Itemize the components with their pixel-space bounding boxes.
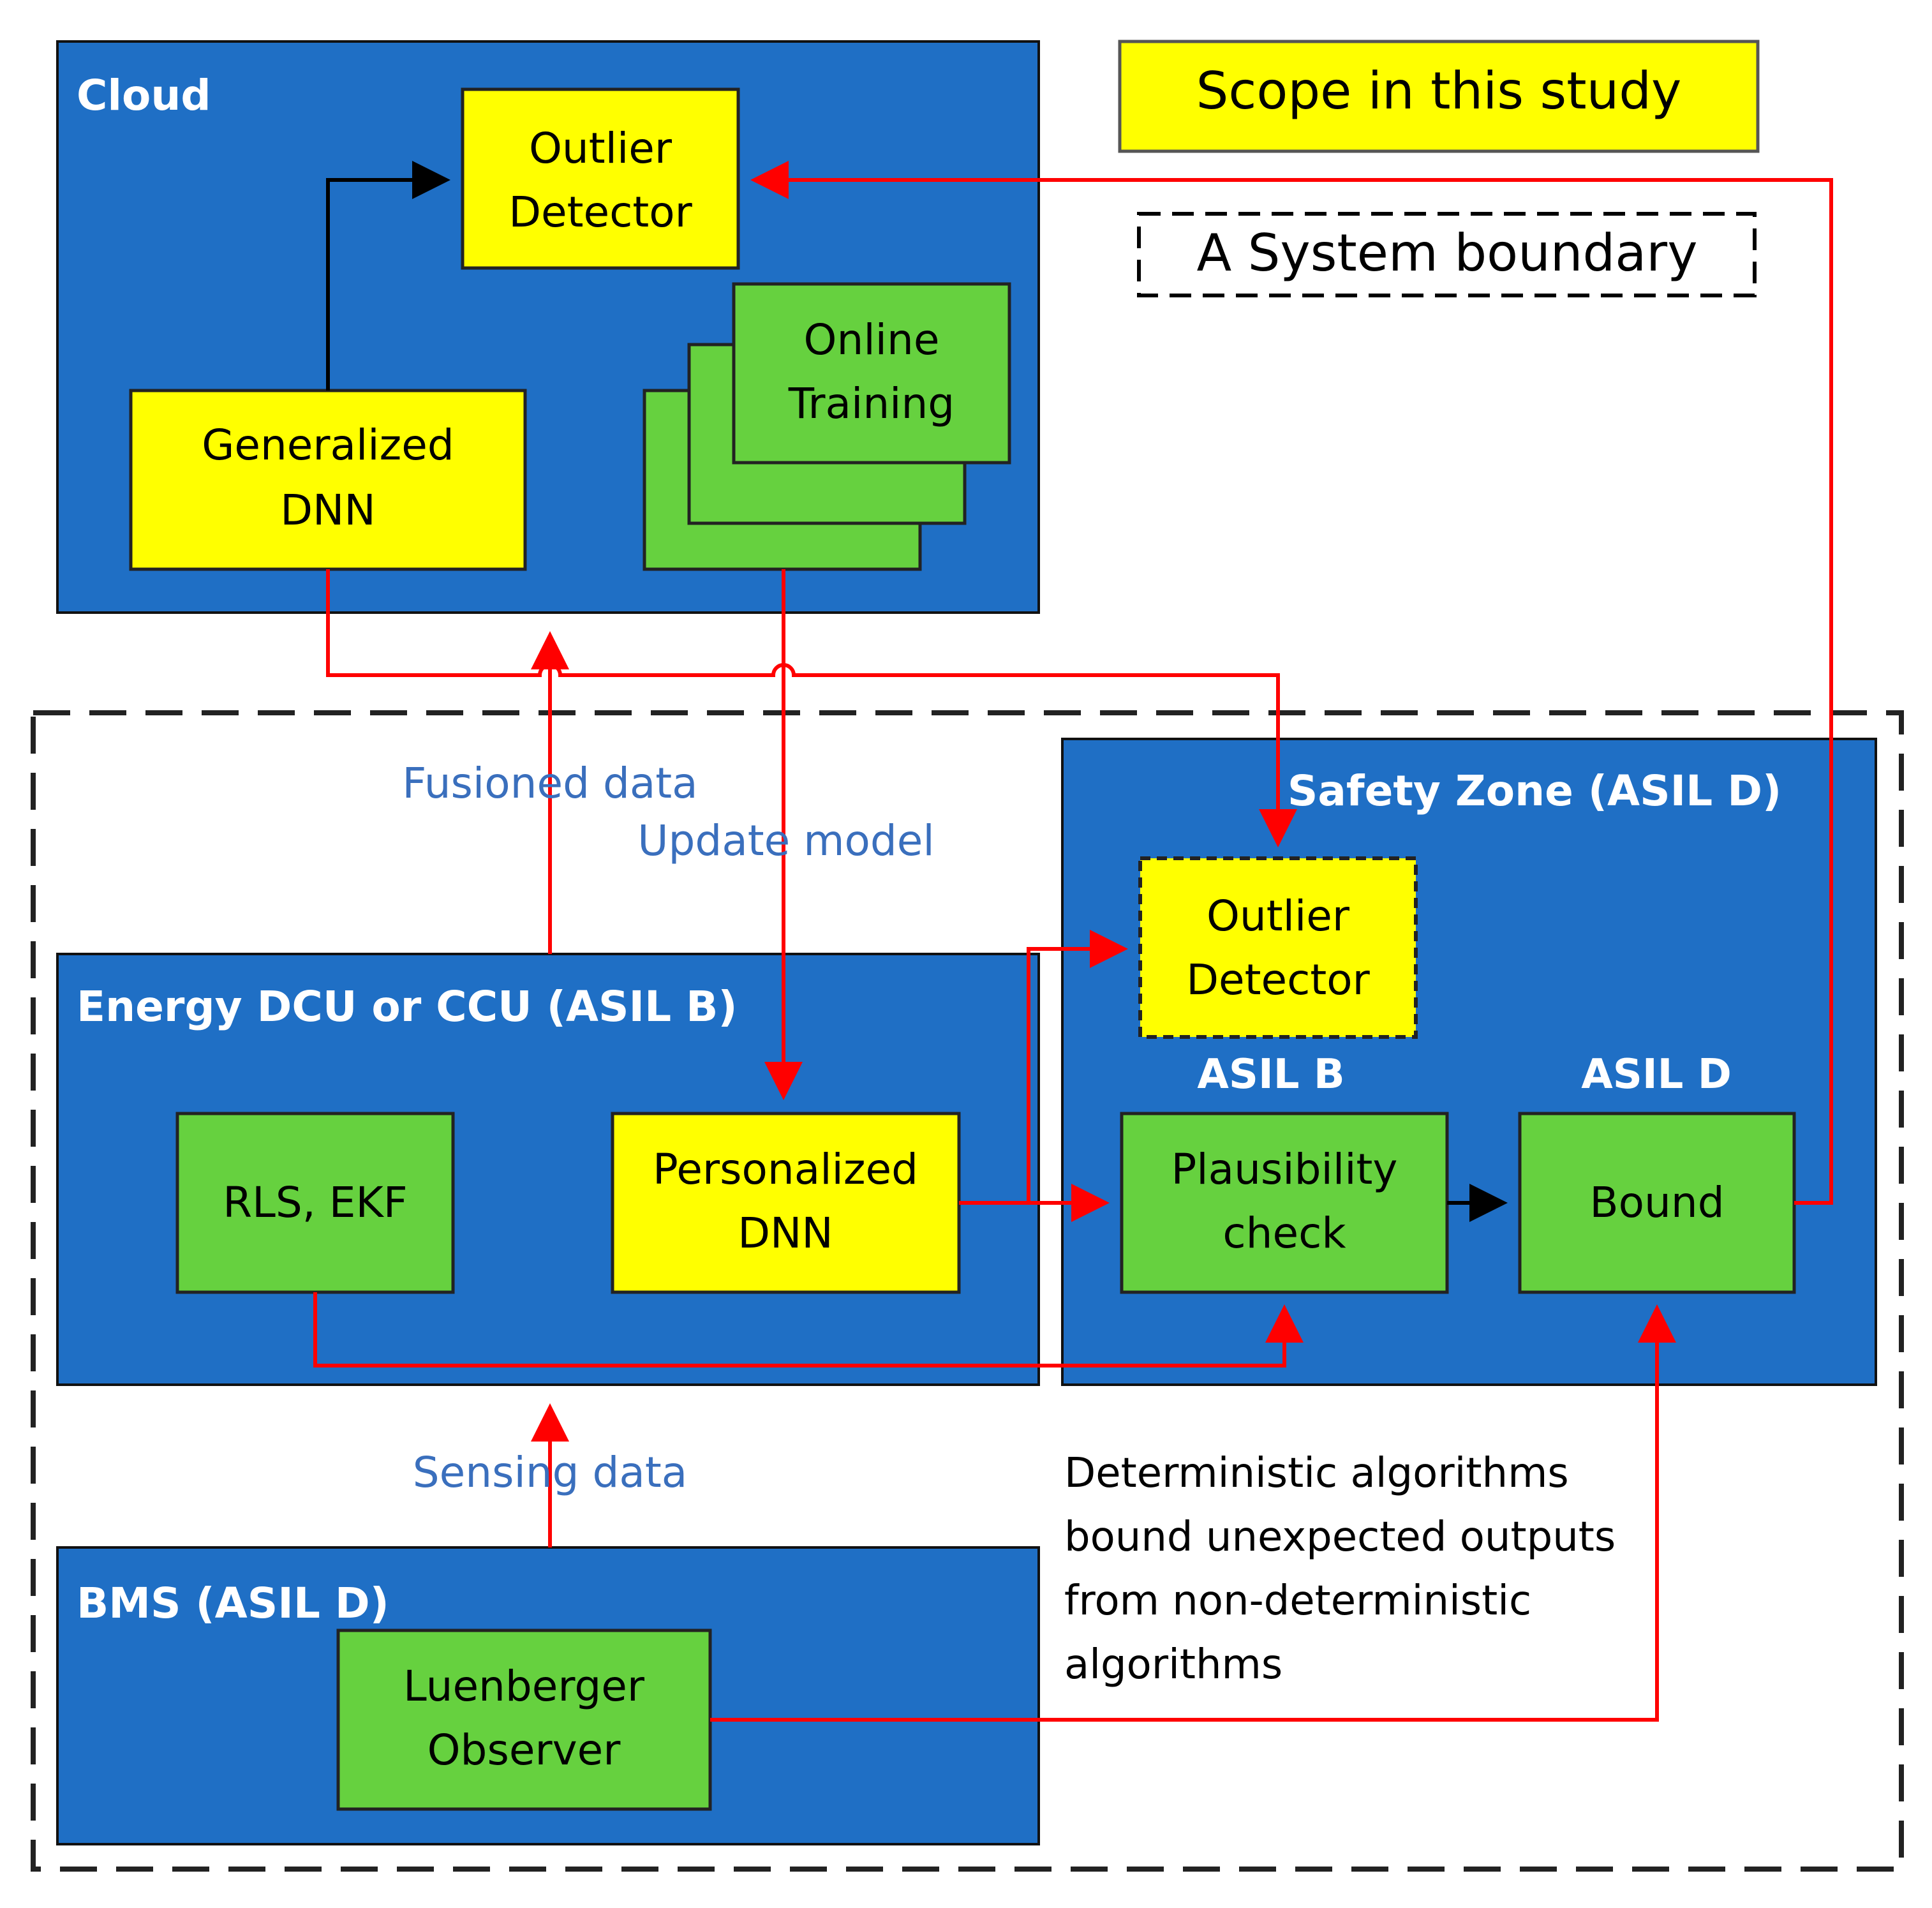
personalized-dnn: Personalized DNN xyxy=(611,1112,961,1294)
luenberger-line2: Observer xyxy=(427,1725,621,1775)
generalized-line2: DNN xyxy=(280,486,376,535)
note-line3: from non-deterministic xyxy=(1064,1577,1531,1625)
rls-ekf-line1: RLS, EKF xyxy=(223,1178,407,1227)
energy-title: Energy DCU or CCU (ASIL B) xyxy=(77,982,738,1031)
cloud-title: Cloud xyxy=(77,71,211,120)
online-training-stack: Online Training xyxy=(643,282,1011,571)
label-fusioned-data: Fusioned data xyxy=(402,759,697,808)
asil-d-label: ASIL D xyxy=(1581,1051,1732,1098)
plausibility-check: Plausibility check xyxy=(1120,1112,1449,1294)
generalized-dnn: Generalized DNN xyxy=(129,389,527,571)
bms-title: BMS (ASIL D) xyxy=(77,1579,389,1628)
bound-line1: Bound xyxy=(1589,1178,1724,1227)
outlier-safety-line2: Detector xyxy=(1186,955,1370,1004)
arrow-generalized-to-outlier xyxy=(326,161,450,391)
safety-zone-title: Safety Zone (ASIL D) xyxy=(1288,766,1781,816)
online-training-line2: Training xyxy=(788,379,955,428)
online-training-line1: Online xyxy=(804,315,940,364)
note-line4: algorithms xyxy=(1064,1641,1282,1688)
note-line2: bound unexpected outputs xyxy=(1064,1514,1616,1561)
arrow-bound-to-cloud-outlier xyxy=(750,161,1833,1205)
legend-boundary-label: A System boundary xyxy=(1196,223,1697,283)
deterministic-note: Deterministic algorithms bound unexpecte… xyxy=(1064,1450,1616,1688)
label-sensing-data: Sensing data xyxy=(413,1448,687,1497)
personalized-line2: DNN xyxy=(738,1209,833,1258)
outlier-safety-line1: Outlier xyxy=(1207,891,1350,941)
system-boundary xyxy=(31,710,1904,1872)
asil-b-label: ASIL B xyxy=(1197,1051,1344,1098)
generalized-line1: Generalized xyxy=(202,421,454,470)
arrow-luenberger-to-bound xyxy=(710,1304,1676,1722)
rls-ekf: RLS, EKF xyxy=(175,1112,455,1294)
luenberger-line1: Luenberger xyxy=(403,1662,645,1711)
bound-box: Bound xyxy=(1518,1112,1796,1294)
outlier-detector-cloud: Outlier Detector xyxy=(461,87,740,270)
luenberger-observer: Luenberger Observer xyxy=(336,1629,712,1811)
arrow-rls-to-plausibility xyxy=(313,1292,1304,1368)
plausibility-line2: check xyxy=(1222,1209,1346,1258)
legend-scope: Scope in this study xyxy=(1118,40,1760,153)
legend-scope-label: Scope in this study xyxy=(1196,61,1682,121)
plausibility-line1: Plausibility xyxy=(1171,1145,1398,1194)
label-update-model: Update model xyxy=(637,816,935,865)
outlier-detector-safety: Outlier Detector xyxy=(1138,856,1418,1039)
arrow-personalized-to-safety-outlier xyxy=(1027,930,1128,1203)
legend-system-boundary: A System boundary xyxy=(1137,212,1757,297)
personalized-line1: Personalized xyxy=(653,1145,918,1194)
note-line1: Deterministic algorithms xyxy=(1064,1450,1569,1497)
outlier-cloud-line2: Detector xyxy=(509,188,692,237)
outlier-cloud-line1: Outlier xyxy=(529,124,672,173)
